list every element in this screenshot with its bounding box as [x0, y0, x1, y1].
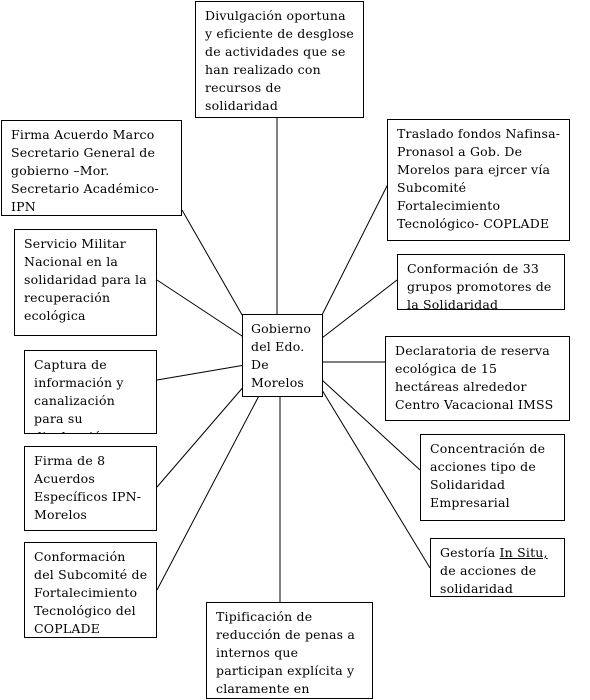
node-center-text: Gobierno del Edo. De Morelos: [251, 321, 312, 390]
node-gestoria-prefix: Gestoría: [440, 545, 500, 560]
node-gestoria: Gestoría In Situ, de acciones de solidar…: [430, 538, 565, 597]
node-top: Divulgación oportuna y eficiente de desg…: [195, 1, 364, 118]
line-to-subcomite: [156, 389, 263, 591]
node-center: Gobierno del Edo. De Morelos: [242, 314, 323, 397]
node-captura-text: Captura de información y canalización pa…: [34, 357, 124, 433]
node-top-text: Divulgación oportuna y eficiente de desg…: [205, 8, 355, 117]
node-traslado-text: Traslado fondos Nafinsa-Pronasol a Gob. …: [397, 126, 561, 231]
line-to-grupos: [321, 279, 398, 339]
node-tipificacion-text: Tipificación de reducción de penas a int…: [216, 609, 356, 696]
line-to-gestoria: [321, 389, 431, 569]
node-servicio-militar: Servicio Militar Nacional en la solidari…: [14, 229, 157, 336]
node-servicio-militar-text: Servicio Militar Nacional en la solidari…: [24, 236, 147, 323]
node-reserva-text: Declaratoria de reserva ecológica de 15 …: [395, 343, 554, 412]
line-to-concentracion: [321, 379, 421, 471]
node-tipificacion: Tipificación de reducción de penas a int…: [206, 602, 373, 699]
node-firma-8: Firma de 8 Acuerdos Específicos IPN-More…: [24, 446, 157, 531]
node-concentracion-text: Concentración de acciones tipo de Solida…: [430, 441, 546, 510]
line-to-captura: [156, 364, 246, 381]
node-traslado: Traslado fondos Nafinsa-Pronasol a Gob. …: [387, 119, 570, 241]
node-subcomite-text: Conformación del Subcomité de Fortalecim…: [34, 549, 148, 636]
node-reserva: Declaratoria de reserva ecológica de 15 …: [385, 336, 570, 421]
node-firma-8-text: Firma de 8 Acuerdos Específicos IPN-More…: [34, 453, 142, 522]
node-firma-acuerdo-text: Firma Acuerdo Marco Secretario General d…: [11, 127, 159, 214]
node-subcomite: Conformación del Subcomité de Fortalecim…: [24, 542, 157, 638]
line-to-servicio-militar: [156, 279, 246, 339]
node-gestoria-underlined: In Situ,: [499, 545, 548, 560]
line-to-firma-acuerdo: [181, 209, 246, 321]
node-captura: Captura de información y canalización pa…: [24, 350, 157, 434]
node-grupos-text: Conformación de 33 grupos promotores de …: [407, 261, 552, 310]
line-to-firma-8: [156, 384, 246, 488]
node-gestoria-text: Gestoría In Situ, de acciones de solidar…: [440, 544, 556, 596]
node-grupos: Conformación de 33 grupos promotores de …: [397, 254, 565, 310]
node-firma-acuerdo: Firma Acuerdo Marco Secretario General d…: [1, 120, 182, 216]
node-gestoria-suffix: de acciones de solidaridad: [440, 563, 537, 596]
node-concentracion: Concentración de acciones tipo de Solida…: [420, 434, 565, 521]
line-to-traslado: [321, 179, 391, 316]
